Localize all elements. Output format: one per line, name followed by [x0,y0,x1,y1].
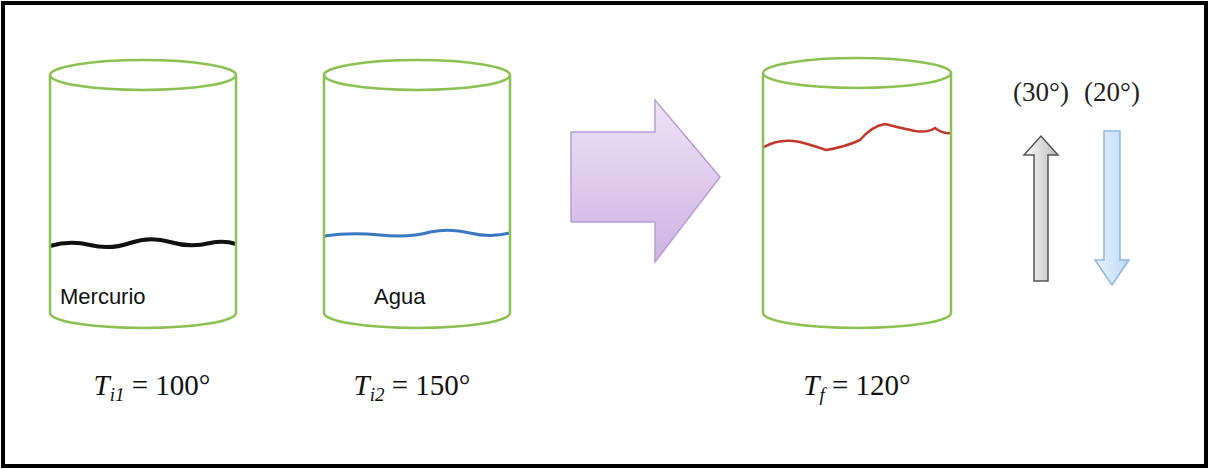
up-arrow [1024,136,1058,281]
result-cylinder [763,58,951,328]
angle-label: (30°) [1013,77,1069,108]
temperature-label: Ti2 = 150° [354,369,471,402]
beaker: Agua [322,58,512,330]
down-arrow [1095,131,1129,285]
liquid-name: Mercurio [60,284,146,310]
mercury-surface [50,239,236,247]
frame [3,3,1206,466]
temperature-label: Tf = 120° [803,369,910,402]
liquid-name: Agua [374,284,425,310]
water-surface [324,230,510,236]
process-arrow [571,100,720,262]
beaker: Mercurio [48,58,238,330]
mixture-surface [764,124,950,150]
temperature-label: Ti1 = 100° [94,369,211,402]
angle-label: (20°) [1084,77,1140,108]
